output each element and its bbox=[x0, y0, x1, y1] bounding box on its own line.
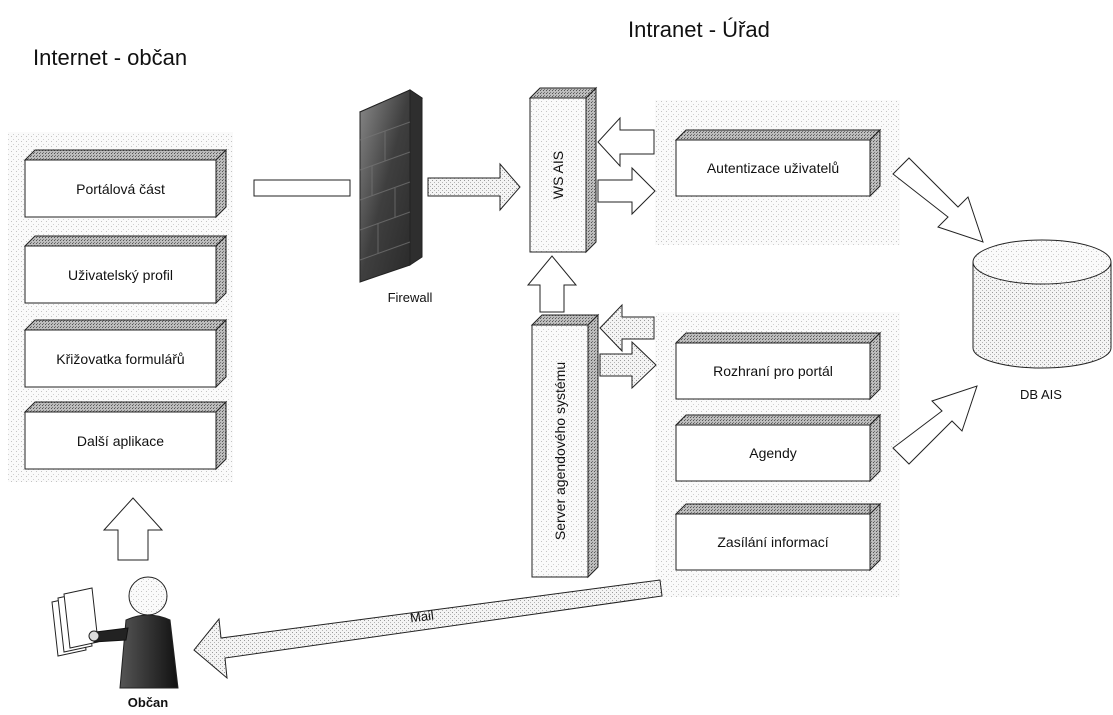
interface-box-label: Rozhraní pro portál bbox=[713, 363, 833, 379]
interface-box bbox=[674, 331, 882, 401]
notifications-box bbox=[674, 502, 882, 572]
citizen-figure bbox=[51, 576, 179, 689]
arrow-ws-to-auth bbox=[597, 166, 656, 216]
intranet-zone-title: Intranet - Úřad bbox=[628, 17, 770, 42]
arrow-citizen-to-internet bbox=[102, 497, 164, 561]
internet-box-portal-label: Portálová část bbox=[76, 180, 165, 197]
arrow-server-to-interface bbox=[599, 340, 657, 390]
firewall-label: Firewall bbox=[387, 290, 433, 305]
internet-box-profile-label: Uživatelský profil bbox=[67, 266, 174, 283]
mail-arrow bbox=[193, 579, 663, 680]
database-label: DB AIS bbox=[1020, 387, 1062, 402]
notifications-box-label: Zasílání informací bbox=[717, 534, 829, 550]
arrow-agendas-to-db bbox=[892, 385, 978, 465]
internet-box-other-apps bbox=[23, 400, 228, 471]
agendas-box-label: Agendy bbox=[749, 445, 797, 461]
internet-box-forms-label: Křižovatka formulářů bbox=[56, 350, 185, 367]
ws-ais-box bbox=[528, 86, 598, 254]
arrow-portal-to-firewall bbox=[253, 179, 351, 197]
internet-zone-title: Internet - občan bbox=[33, 45, 188, 70]
arrow-firewall-to-ws bbox=[427, 162, 521, 212]
firewall-wall bbox=[358, 89, 424, 283]
arrow-server-to-ws bbox=[526, 255, 578, 313]
agendas-box bbox=[674, 413, 882, 483]
arrow-auth-to-db bbox=[892, 157, 984, 243]
internet-box-other-apps-label: Další aplikace bbox=[76, 432, 165, 449]
database-cylinder bbox=[972, 239, 1112, 369]
internet-box-forms bbox=[23, 318, 228, 389]
mail-label: Mail bbox=[409, 607, 435, 626]
arrow-interface-to-server bbox=[599, 303, 655, 353]
server-box bbox=[530, 313, 600, 579]
auth-box bbox=[674, 128, 882, 198]
arrow-auth-to-ws bbox=[597, 116, 655, 168]
internet-box-profile bbox=[23, 234, 228, 305]
ws-ais-label: WS AIS bbox=[550, 150, 566, 200]
citizen-label: Občan bbox=[127, 695, 169, 710]
server-label: Server agendového systému bbox=[552, 361, 568, 541]
internet-box-portal bbox=[23, 148, 228, 219]
auth-box-label: Autentizace uživatelů bbox=[706, 160, 840, 176]
